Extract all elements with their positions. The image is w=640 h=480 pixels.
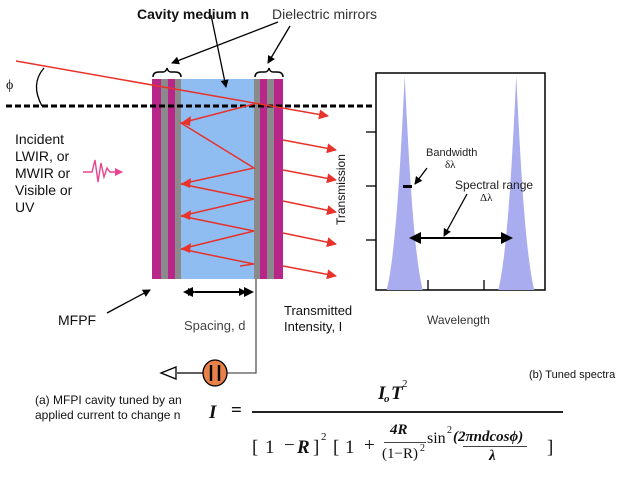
mirror-pointer-left bbox=[171, 21, 279, 65]
internal-reflections bbox=[179, 103, 256, 267]
bandwidth-marker bbox=[403, 185, 412, 188]
incident-line-3: MWIR or bbox=[15, 165, 71, 181]
mirror-pointer-right bbox=[267, 25, 291, 64]
transmitted-line-1: Transmitted bbox=[284, 303, 353, 318]
spacing-arrow-head-left bbox=[183, 287, 193, 297]
spectral-range-pointer bbox=[443, 193, 468, 237]
eq-bracket-open-2: [ bbox=[333, 437, 340, 458]
x-ticks bbox=[427, 280, 485, 290]
control-wire bbox=[227, 279, 257, 374]
eq-num-I: I bbox=[378, 383, 386, 404]
eq-frac-den: (1−R) bbox=[382, 446, 418, 462]
left-mirror-brace bbox=[152, 67, 182, 78]
cavity-medium bbox=[181, 79, 254, 279]
terminal-arrow-icon bbox=[159, 366, 177, 380]
mfpf-label: MFPF bbox=[58, 312, 97, 328]
spectrum-plot bbox=[366, 72, 546, 291]
eq-num-T: T bbox=[391, 383, 403, 404]
eq-exp-1: 2 bbox=[321, 431, 327, 443]
eq-frac-den-exp: 2 bbox=[420, 443, 425, 454]
eq-sin-exp: 2 bbox=[447, 425, 452, 436]
spacing-label: Spacing, d bbox=[184, 318, 246, 333]
reflection-arrowheads bbox=[181, 116, 191, 253]
eq-plus: + bbox=[364, 435, 375, 456]
eq-lhs: I bbox=[209, 402, 217, 423]
cavity-medium-label: Cavity medium n bbox=[137, 6, 250, 22]
eq-equals: = bbox=[231, 400, 242, 421]
eq-bracket-open-1: [ bbox=[252, 437, 259, 458]
eq-arg-den: λ bbox=[489, 448, 496, 464]
spectral-range-label: Spectral range bbox=[455, 178, 534, 192]
eq-num-exp: 2 bbox=[402, 378, 408, 390]
incident-line-4: Visible or bbox=[15, 182, 73, 198]
caption-a: (a) MFPI cavity tuned by an applied curr… bbox=[35, 393, 182, 423]
caption-a-line-1: (a) MFPI cavity tuned by an bbox=[35, 393, 182, 407]
transmitted-intensity-label: Transmitted Intensity, I bbox=[284, 303, 352, 335]
bandwidth-label: Bandwidth bbox=[426, 147, 478, 159]
wavelength-axis-label: Wavelength bbox=[427, 313, 490, 327]
right-dielectric-mirror bbox=[254, 79, 283, 279]
spacing-arrow-head-right bbox=[244, 287, 254, 297]
bandwidth-symbol: δλ bbox=[445, 159, 456, 171]
left-dielectric-mirror bbox=[152, 79, 181, 279]
eq-bracket-close-2: ] bbox=[547, 437, 554, 458]
eq-inner-fraction-bar bbox=[384, 442, 426, 443]
incident-label: Incident LWIR, or MWIR or Visible or UV bbox=[15, 131, 72, 216]
eq-num-sub: o bbox=[384, 393, 390, 405]
y-ticks bbox=[366, 131, 376, 241]
incident-line-5: UV bbox=[15, 199, 35, 215]
angle-arc bbox=[35, 67, 45, 107]
phi-label: ϕ bbox=[6, 78, 14, 93]
eq-minus: − bbox=[284, 435, 295, 456]
right-mirror-brace bbox=[254, 67, 284, 78]
eq-one-1: 1 bbox=[265, 437, 275, 458]
eq-one-2: 1 bbox=[345, 437, 355, 458]
transmitted-rays bbox=[282, 139, 337, 280]
eq-frac-num: 4R bbox=[390, 422, 408, 438]
mfpf-pointer bbox=[106, 289, 151, 314]
current-source-icon bbox=[202, 359, 228, 387]
incident-ray bbox=[15, 60, 329, 120]
eq-bracket-close-1: ] bbox=[313, 437, 320, 458]
caption-b: (b) Tuned spectra bbox=[529, 369, 616, 381]
eq-fraction-bar bbox=[252, 411, 563, 413]
cavity-medium-pointer bbox=[210, 14, 229, 88]
eq-R: R bbox=[297, 437, 310, 458]
incident-line-2: LWIR, or bbox=[15, 148, 70, 164]
incident-line-1: Incident bbox=[15, 131, 65, 147]
eq-arg-num: (2πndcosϕ) bbox=[453, 429, 524, 445]
transmitted-line-2: Intensity, I bbox=[284, 319, 343, 334]
transmission-axis-label: Transmission bbox=[334, 154, 348, 225]
eq-sin: sin bbox=[427, 430, 446, 447]
dielectric-mirrors-label: Dielectric mirrors bbox=[272, 6, 377, 22]
incident-wave-icon bbox=[83, 159, 123, 183]
spectral-range-symbol: Δλ bbox=[480, 192, 493, 204]
eq-arg-fraction-bar bbox=[463, 446, 527, 447]
bandwidth-pointer bbox=[414, 167, 428, 185]
caption-a-line-2: applied current to change n bbox=[35, 408, 181, 422]
